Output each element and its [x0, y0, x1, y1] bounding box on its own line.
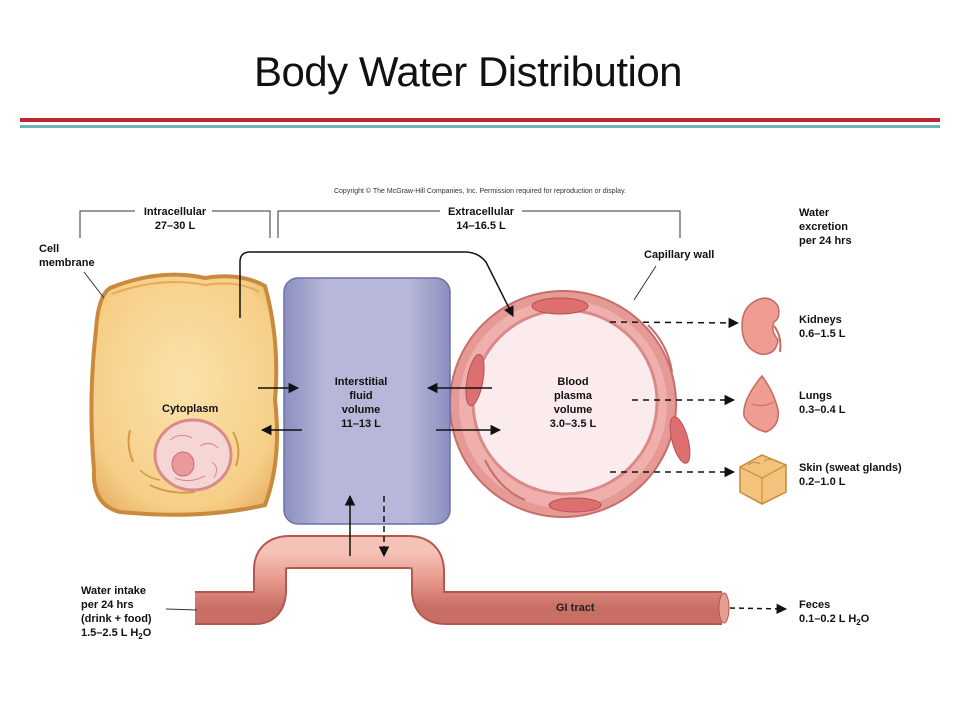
skin-icon [740, 455, 786, 504]
feces-label: Feces 0.1–0.2 L H2O [799, 598, 869, 630]
intake-line-1: Water intake [81, 584, 152, 598]
plasma-line-1: Blood [528, 375, 618, 389]
plasma-line-2: plasma [528, 389, 618, 403]
intake-line-2: per 24 hrs [81, 598, 152, 612]
interstitial-label: Interstitial fluid volume 11–13 L [316, 375, 406, 431]
cell-membrane-line-1: Cell [39, 242, 95, 256]
extracellular-volume: 14–16.5 L [434, 219, 528, 233]
cell [91, 275, 277, 515]
plasma-line-4: 3.0–3.5 L [528, 417, 618, 431]
skin-value: 0.2–1.0 L [799, 475, 902, 489]
plasma-line-3: volume [528, 403, 618, 417]
extracellular-label: Extracellular 14–16.5 L [434, 205, 528, 233]
interstitial-line-4: 11–13 L [316, 417, 406, 431]
skin-name: Skin (sweat glands) [799, 461, 902, 475]
excretion-heading-line-1: Water [799, 206, 852, 220]
intracellular-name: Intracellular [130, 205, 220, 219]
interstitial-line-3: volume [316, 403, 406, 417]
gi-tract-label: GI tract [556, 601, 595, 615]
skin-label: Skin (sweat glands) 0.2–1.0 L [799, 461, 902, 489]
kidneys-name: Kidneys [799, 313, 845, 327]
kidneys-value: 0.6–1.5 L [799, 327, 845, 341]
plasma-label: Blood plasma volume 3.0–3.5 L [528, 375, 618, 431]
gi-tract [195, 552, 729, 623]
cytoplasm-label: Cytoplasm [162, 402, 218, 416]
lungs-name: Lungs [799, 389, 845, 403]
extracellular-name: Extracellular [434, 205, 528, 219]
excretion-heading-line-3: per 24 hrs [799, 234, 852, 248]
feces-name: Feces [799, 598, 869, 612]
feces-value: 0.1–0.2 L H2O [799, 612, 869, 630]
kidneys-label: Kidneys 0.6–1.5 L [799, 313, 845, 341]
excretion-heading-line-2: excretion [799, 220, 852, 234]
interstitial-line-1: Interstitial [316, 375, 406, 389]
lung-icon [744, 376, 778, 432]
nucleus [155, 420, 231, 490]
excretion-heading: Water excretion per 24 hrs [799, 206, 852, 248]
water-intake-label: Water intake per 24 hrs (drink + food) 1… [81, 584, 152, 644]
kidney-icon [742, 298, 780, 354]
lungs-label: Lungs 0.3–0.4 L [799, 389, 845, 417]
capillary-wall-label: Capillary wall [644, 248, 714, 262]
lungs-value: 0.3–0.4 L [799, 403, 845, 417]
intake-line-4: 1.5–2.5 L H2O [81, 626, 152, 644]
intake-line-3: (drink + food) [81, 612, 152, 626]
intracellular-label: Intracellular 27–30 L [130, 205, 220, 233]
cell-membrane-label: Cell membrane [39, 242, 95, 270]
intracellular-volume: 27–30 L [130, 219, 220, 233]
cell-membrane-line-2: membrane [39, 256, 95, 270]
interstitial-line-2: fluid [316, 389, 406, 403]
